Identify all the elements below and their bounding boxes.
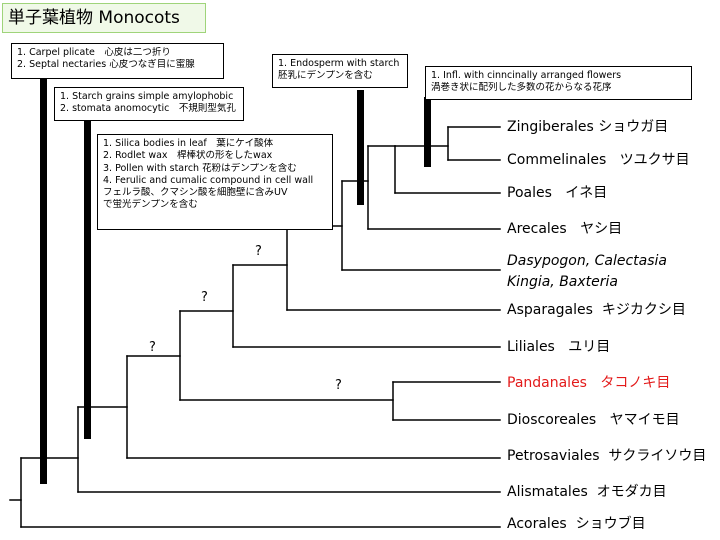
- character-box: 1. Starch grains simple amylophobic 2. s…: [54, 87, 244, 121]
- taxon-label: Alismatales オモダカ目: [507, 483, 667, 501]
- taxon-jp-name: ショウブ目: [575, 516, 646, 532]
- page-title: 単子葉植物 Monocots: [2, 3, 206, 33]
- taxon-name: Dioscoreales: [507, 412, 597, 428]
- taxon-label: Petrosaviales サクライソウ目: [507, 447, 706, 465]
- character-text: 胚乳にデンプンを含む: [278, 70, 373, 82]
- taxon-label: Dioscoreales ヤマイモ目: [507, 411, 680, 429]
- character-text: 1. Starch grains simple amylophobic: [60, 91, 234, 102]
- taxon-label: Commelinales ツユクサ目: [507, 151, 690, 169]
- taxon-label: Acorales ショウブ目: [507, 515, 646, 533]
- taxon-name: Asparagales: [507, 302, 593, 318]
- uncertain-node-mark: ?: [255, 244, 262, 259]
- character-box: 1. Carpel plicate 心皮は二つ折り 2. Septal nect…: [11, 43, 224, 79]
- taxon-jp-name: サクライソウ目: [608, 448, 707, 464]
- character-bar: [84, 117, 91, 439]
- character-text: 2. Rodlet wax 桿棒状の形をしたwax: [103, 150, 273, 162]
- character-text: 3. Pollen with starch 花粉はデンプンを含む: [103, 162, 297, 174]
- character-text: 2. Septal nectaries 心皮つなぎ目に蜜腺: [17, 59, 195, 71]
- taxon-jp-name: ショウガ目: [598, 119, 669, 135]
- taxon-label: Zingiberales ショウガ目: [507, 118, 668, 136]
- taxon-jp-name: タコノキ目: [600, 375, 671, 391]
- character-text: 1. Endosperm with starch: [278, 58, 400, 69]
- character-text: 2. stomata anomocytic 不規則型気孔: [60, 103, 236, 115]
- taxon-jp-name: イネ目: [565, 185, 608, 201]
- taxon-jp-name: ヤシ目: [580, 221, 623, 237]
- taxon-label: Arecales ヤシ目: [507, 220, 622, 238]
- taxon-name: Alismatales: [507, 484, 588, 500]
- taxon-name: Kingia, Baxteria: [507, 274, 618, 290]
- taxon-name: Pandanales: [507, 375, 587, 391]
- taxon-name: Poales: [507, 185, 552, 201]
- taxon-jp-name: ユリ目: [568, 339, 611, 355]
- taxon-name: Dasypogon, Calectasia: [507, 253, 668, 269]
- character-text: 1. Silica bodies in leaf 葉にケイ酸体: [103, 138, 274, 149]
- uncertain-node-mark: ?: [201, 290, 208, 305]
- taxon-jp-name: ツユクサ目: [619, 152, 690, 168]
- character-text: 渦巻き状に配列した多数の花からなる花序: [431, 82, 612, 94]
- taxon-jp-name: ヤマイモ目: [609, 412, 680, 428]
- character-text: フェルラ酸、クマシン酸を細胞壁に含みUV: [103, 187, 288, 199]
- character-box: 1. Silica bodies in leaf 葉にケイ酸体 2. Rodle…: [97, 134, 333, 230]
- taxon-jp-name: オモダカ目: [596, 484, 667, 500]
- taxon-name: Zingiberales: [507, 119, 594, 135]
- taxon-label: Asparagales キジカクシ目: [507, 301, 686, 319]
- taxon-label: Poales イネ目: [507, 184, 607, 202]
- character-box: 1. Endosperm with starch 胚乳にデンプンを含む: [272, 54, 408, 88]
- taxon-jp-name: キジカクシ目: [601, 302, 686, 318]
- uncertain-node-mark: ?: [335, 378, 342, 393]
- taxon-name: Arecales: [507, 221, 567, 237]
- taxon-label: Liliales ユリ目: [507, 338, 610, 356]
- uncertain-node-mark: ?: [149, 340, 156, 355]
- character-bar: [424, 97, 431, 167]
- taxon-name: Acorales: [507, 516, 567, 532]
- character-bar: [357, 90, 364, 205]
- character-text: 1. Carpel plicate 心皮は二つ折り: [17, 47, 171, 58]
- taxon-label: Kingia, Baxteria: [507, 273, 618, 291]
- taxon-label-highlighted: Pandanales タコノキ目: [507, 374, 670, 392]
- taxon-label: Dasypogon, Calectasia: [507, 252, 667, 270]
- taxon-name: Petrosaviales: [507, 448, 600, 464]
- character-text: 4. Ferulic and cumalic compound in cell …: [103, 174, 314, 186]
- character-text: で蛍光デンプンを含む: [103, 199, 198, 211]
- character-bar: [40, 72, 47, 484]
- character-text: 1. Infl. with cinncinally arranged flowe…: [431, 70, 622, 81]
- taxon-name: Commelinales: [507, 152, 607, 168]
- taxon-name: Liliales: [507, 339, 555, 355]
- character-box: 1. Infl. with cinncinally arranged flowe…: [425, 66, 692, 100]
